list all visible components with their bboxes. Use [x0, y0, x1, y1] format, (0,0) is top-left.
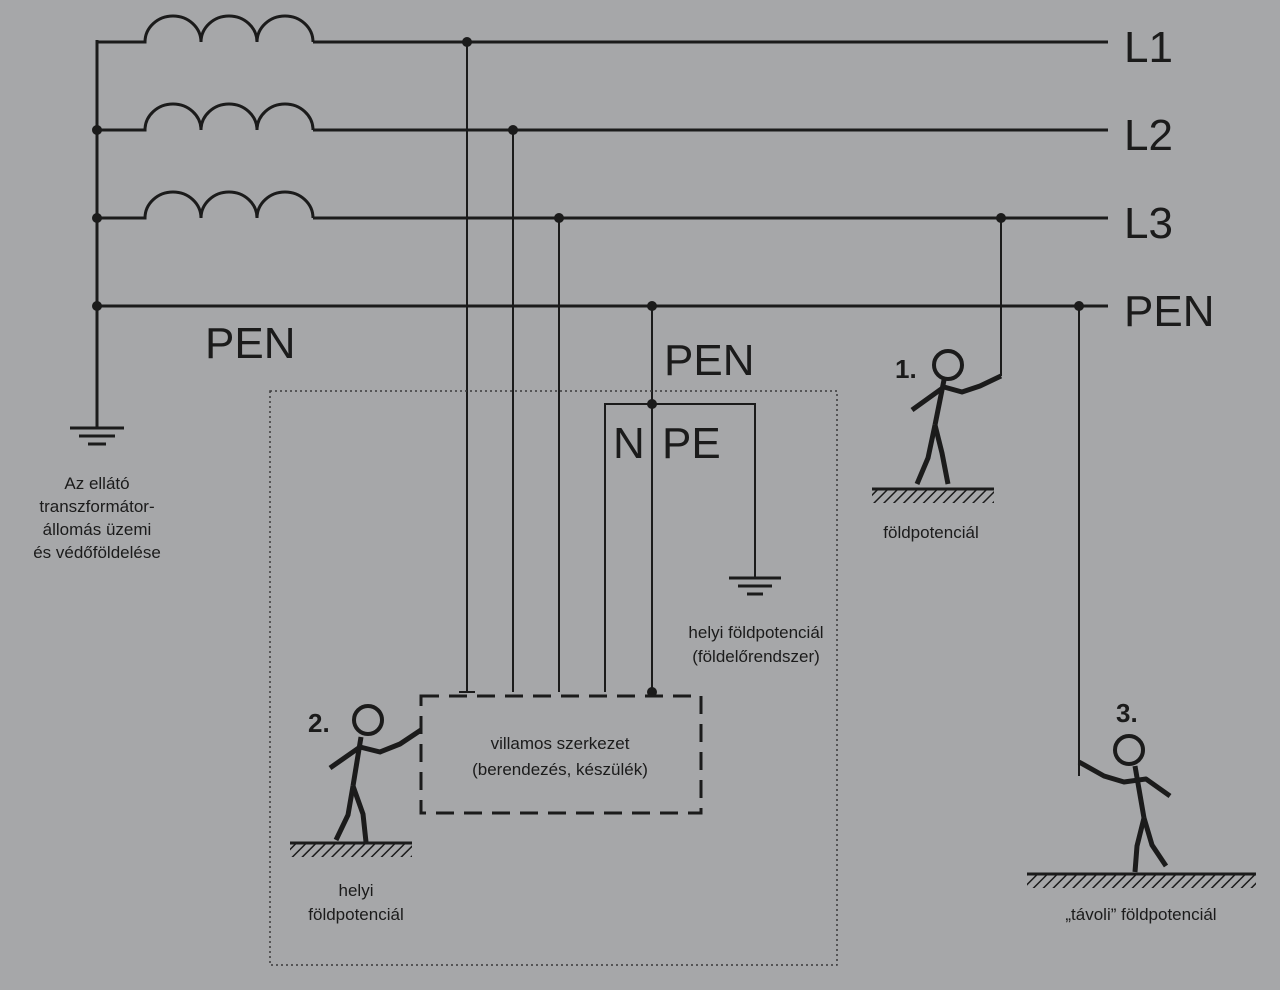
- person2-figure-icon: [328, 704, 423, 843]
- local-earth-text-line: helyi földpotenciál: [688, 623, 823, 642]
- device-feeders: [459, 42, 756, 693]
- person2-ground-hatch: [290, 843, 412, 857]
- bus-lines: [95, 40, 1108, 428]
- label-pen-left: PEN: [205, 319, 295, 368]
- winding-l3: [97, 190, 315, 220]
- person2-number: 2.: [308, 708, 330, 738]
- device-label: villamos szerkezet (berendezés, készülék…: [472, 734, 648, 779]
- winding-l2: [97, 102, 315, 132]
- device-text-line: villamos szerkezet: [491, 734, 630, 753]
- person2-ground-label: helyi: [339, 881, 374, 900]
- installation-boundary: [269, 390, 838, 966]
- transformer-text-line: transzformátor-: [39, 497, 154, 516]
- label-l2: L2: [1124, 111, 1173, 160]
- junction-dots: [92, 37, 1084, 697]
- person1-ground-hatch: [872, 489, 994, 503]
- label-l1: L1: [1124, 23, 1173, 72]
- winding-l1: [97, 14, 315, 44]
- label-pe: PE: [662, 419, 721, 468]
- label-l3: L3: [1124, 199, 1173, 248]
- label-n: N: [613, 419, 645, 468]
- label-pen-bus: PEN: [1124, 287, 1214, 336]
- transformer-description: Az ellátó transzformátor- állomás üzemi …: [33, 474, 161, 562]
- local-earth-text-line: (földelőrendszer): [692, 647, 820, 666]
- person1-ground-label: földpotenciál: [883, 523, 978, 542]
- person3-number: 3.: [1116, 698, 1138, 728]
- person3-ground-label: „távoli” földpotenciál: [1065, 905, 1216, 924]
- local-ground-icon: [729, 576, 781, 596]
- transformer-text-line: és védőföldelése: [33, 543, 161, 562]
- transformer-text-line: Az ellátó: [64, 474, 129, 493]
- person3-figure-icon: [1077, 734, 1172, 873]
- transformer-text-line: állomás üzemi: [43, 520, 152, 539]
- transformer-windings: [97, 14, 315, 220]
- transformer-ground-icon: [70, 426, 124, 446]
- person2-ground-label: földpotenciál: [308, 905, 403, 924]
- device-box: [419, 694, 703, 815]
- label-pen-mid: PEN: [664, 336, 754, 385]
- person3-ground-hatch: [1027, 874, 1256, 888]
- device-text-line: (berendezés, készülék): [472, 760, 648, 779]
- local-earth-system-label: helyi földpotenciál (földelőrendszer): [688, 623, 823, 666]
- person1-figure-icon: [910, 349, 1003, 485]
- person1-number: 1.: [895, 354, 917, 384]
